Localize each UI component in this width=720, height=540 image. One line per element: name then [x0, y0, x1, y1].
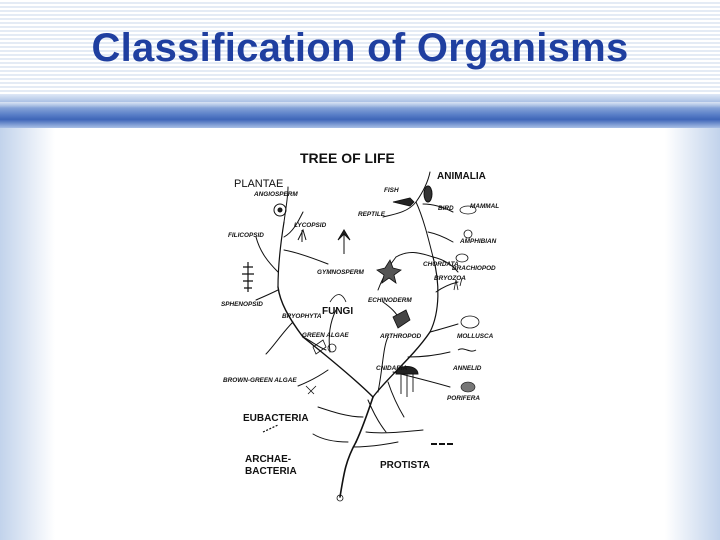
group-mammal: MAMMAL: [470, 203, 499, 210]
tree-heading: TREE OF LIFE: [300, 150, 395, 166]
annelid-icon: [457, 348, 477, 352]
group-lycopsid: LYCOPSID: [294, 222, 327, 229]
brown-green-algae-icon: [305, 385, 317, 395]
kingdom-archaebacteria-line2: BACTERIA: [245, 466, 297, 477]
group-chordata: CHORDATA: [423, 261, 459, 268]
group-amphibian: AMPHIBIAN: [459, 238, 497, 245]
fungi-icon: [329, 294, 347, 303]
group-gymnosperm: GYMNOSPERM: [317, 269, 365, 276]
group-green-algae: GREEN ALGAE: [302, 332, 349, 339]
group-mollusca: MOLLUSCA: [457, 333, 494, 340]
mollusca-icon: [460, 315, 480, 329]
group-bird: BIRD: [438, 205, 454, 212]
gymnosperm-tree-icon: [337, 229, 351, 254]
group-reptile: REPTILE: [358, 211, 386, 218]
header-bar-shine: [0, 102, 720, 108]
tree-of-life-diagram: TREE OF LIFE PLANTAE ANIMALIA FUNGI EUBA…: [221, 150, 499, 502]
lycopsid-plant-icon: [297, 228, 307, 242]
angiosperm-flower-center-icon: [277, 207, 283, 213]
group-brachiopod: BRACHIOPOD: [452, 265, 496, 272]
fish-icon: [392, 197, 415, 207]
kingdom-animalia: ANIMALIA: [437, 171, 486, 182]
mammal-icon: [459, 205, 477, 215]
group-sphenopsid: SPHENOPSID: [221, 301, 263, 308]
kingdom-fungi: FUNGI: [322, 306, 353, 317]
cnidaria-jellyfish-icon: [395, 366, 419, 397]
group-brown-green-algae: BROWN-GREEN ALGAE: [223, 377, 297, 384]
header-divider-bar: [0, 94, 720, 128]
group-angiosperm: ANGIOSPERM: [253, 191, 298, 198]
group-bryozoa: BRYOZOA: [434, 275, 466, 282]
kingdom-protista: PROTISTA: [380, 460, 430, 471]
bryozoa-icon: [453, 277, 463, 291]
kingdom-archaebacteria-line1: ARCHAE-: [245, 454, 291, 465]
kingdom-plantae: PLANTAE: [234, 178, 283, 190]
group-bryophyta: BRYOPHYTA: [282, 313, 322, 320]
kingdom-eubacteria: EUBACTERIA: [243, 413, 309, 424]
green-algae-cell-icon: [327, 343, 337, 353]
tree-branches: [255, 171, 459, 498]
bird-icon: [423, 185, 433, 203]
group-porifera: PORIFERA: [447, 395, 480, 402]
group-echinoderm: ECHINODERM: [368, 297, 412, 304]
group-filicopsid: FILICOPSID: [228, 232, 264, 239]
organism-illustrations: [242, 185, 480, 502]
sphenopsid-plant-icon: [242, 262, 254, 292]
group-cnidaria: CNIDARIA: [376, 365, 408, 372]
arthropod-icon: [392, 309, 411, 329]
eubacteria-icon: [262, 424, 279, 433]
group-fish: FISH: [384, 187, 399, 194]
green-algae-icon: [312, 339, 327, 355]
slide-title: Classification of Organisms: [91, 26, 629, 70]
brachiopod-icon: [455, 253, 469, 263]
tree-of-life-figure: TREE OF LIFE PLANTAE ANIMALIA FUNGI EUBA…: [218, 142, 508, 514]
angiosperm-flower-icon: [273, 203, 287, 217]
amphibian-icon: [463, 229, 473, 239]
group-annelid: ANNELID: [452, 365, 482, 372]
header-band: [0, 0, 720, 94]
porifera-sponge-icon: [460, 381, 476, 393]
group-arthropod: ARTHROPOD: [379, 333, 421, 340]
starfish-icon: [376, 259, 402, 284]
archaebacteria-icon: [336, 494, 344, 502]
